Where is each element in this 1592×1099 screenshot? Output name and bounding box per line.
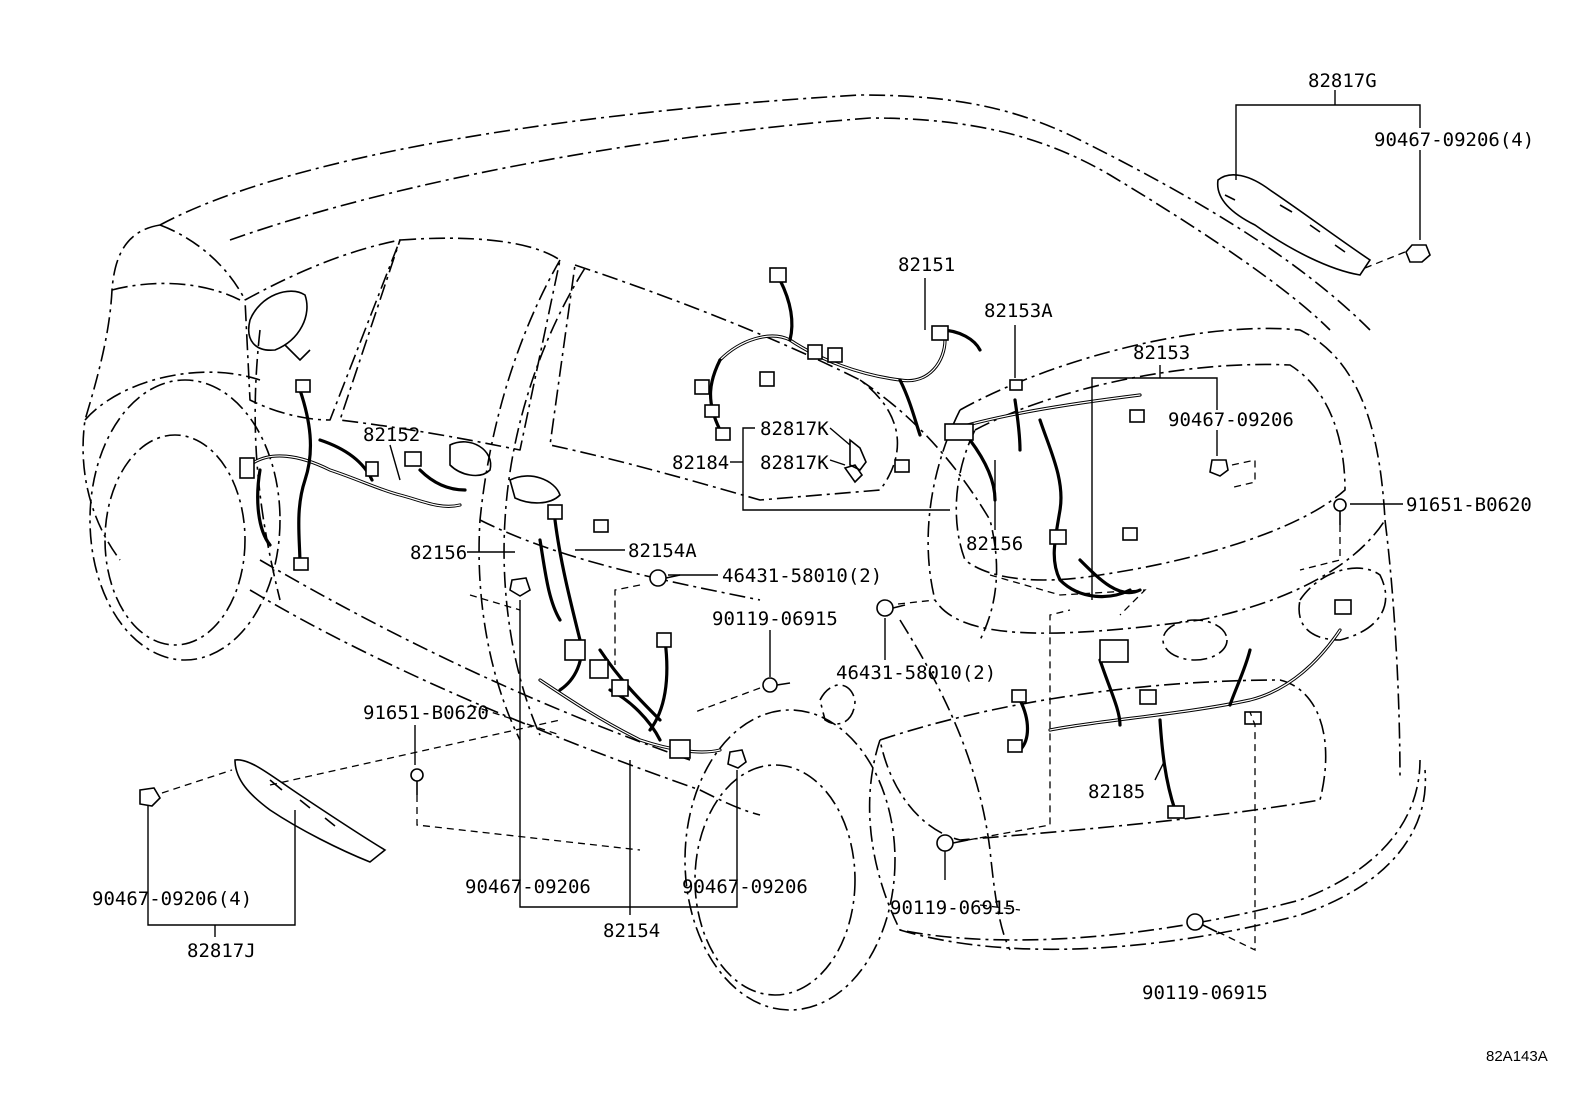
fastener-clips bbox=[139, 244, 1431, 933]
label-82152: 82152 bbox=[363, 424, 420, 446]
label-82817k-lower: 82817K bbox=[760, 452, 829, 474]
label-82154a: 82154A bbox=[628, 540, 697, 562]
label-90467-09206-4-left: 90467-09206(4) bbox=[92, 888, 252, 910]
label-82817j: 82817J bbox=[187, 940, 256, 962]
diagram-reference-code: 82A143A bbox=[1486, 1048, 1548, 1065]
label-82817g: 82817G bbox=[1308, 70, 1377, 92]
vehicle-body-outline bbox=[82, 94, 1427, 1011]
label-46431-58010-right: 46431-58010(2) bbox=[836, 662, 996, 684]
harness-82151-roof bbox=[694, 267, 982, 441]
label-91651-b0620-right: 91651-B0620 bbox=[1406, 494, 1532, 516]
label-82184: 82184 bbox=[672, 452, 729, 474]
label-91651-b0620-left: 91651-B0620 bbox=[363, 702, 489, 724]
label-90467-09206-right: 90467-09206 bbox=[1168, 409, 1294, 431]
label-46431-58010-left: 46431-58010(2) bbox=[722, 565, 882, 587]
label-90467-09206-4-top: 90467-09206(4) bbox=[1374, 129, 1534, 151]
label-90467-09206-bottom-right: 90467-09206 bbox=[682, 876, 808, 898]
part-labels: 82817G 90467-09206(4) 82151 82153A 82153… bbox=[92, 70, 1548, 1065]
harness-82154-side bbox=[509, 475, 722, 759]
label-82156-right: 82156 bbox=[966, 533, 1023, 555]
label-82185: 82185 bbox=[1088, 781, 1145, 803]
label-82151: 82151 bbox=[898, 254, 955, 276]
harness-82817k-clips bbox=[843, 438, 910, 484]
label-90119-06915-mid: 90119-06915 bbox=[712, 608, 838, 630]
label-90119-06915-bottom-left: 90119-06915 bbox=[890, 897, 1016, 919]
label-82156-left: 82156 bbox=[410, 542, 467, 564]
harness-82185-rear-bumper bbox=[1007, 599, 1352, 819]
harness-82152-front-door bbox=[239, 379, 492, 571]
protector-82817g bbox=[1217, 174, 1372, 276]
label-82154: 82154 bbox=[603, 920, 660, 942]
label-90467-09206-bottom-left: 90467-09206 bbox=[465, 876, 591, 898]
protector-82817j bbox=[234, 759, 387, 863]
label-90119-06915-bottom-right: 90119-06915 bbox=[1142, 982, 1268, 1004]
harness-82153-liftgate bbox=[944, 379, 1145, 599]
label-82817k-upper: 82817K bbox=[760, 418, 829, 440]
label-82153: 82153 bbox=[1133, 342, 1190, 364]
leader-lines bbox=[147, 90, 1421, 952]
label-82153a: 82153A bbox=[984, 300, 1053, 322]
